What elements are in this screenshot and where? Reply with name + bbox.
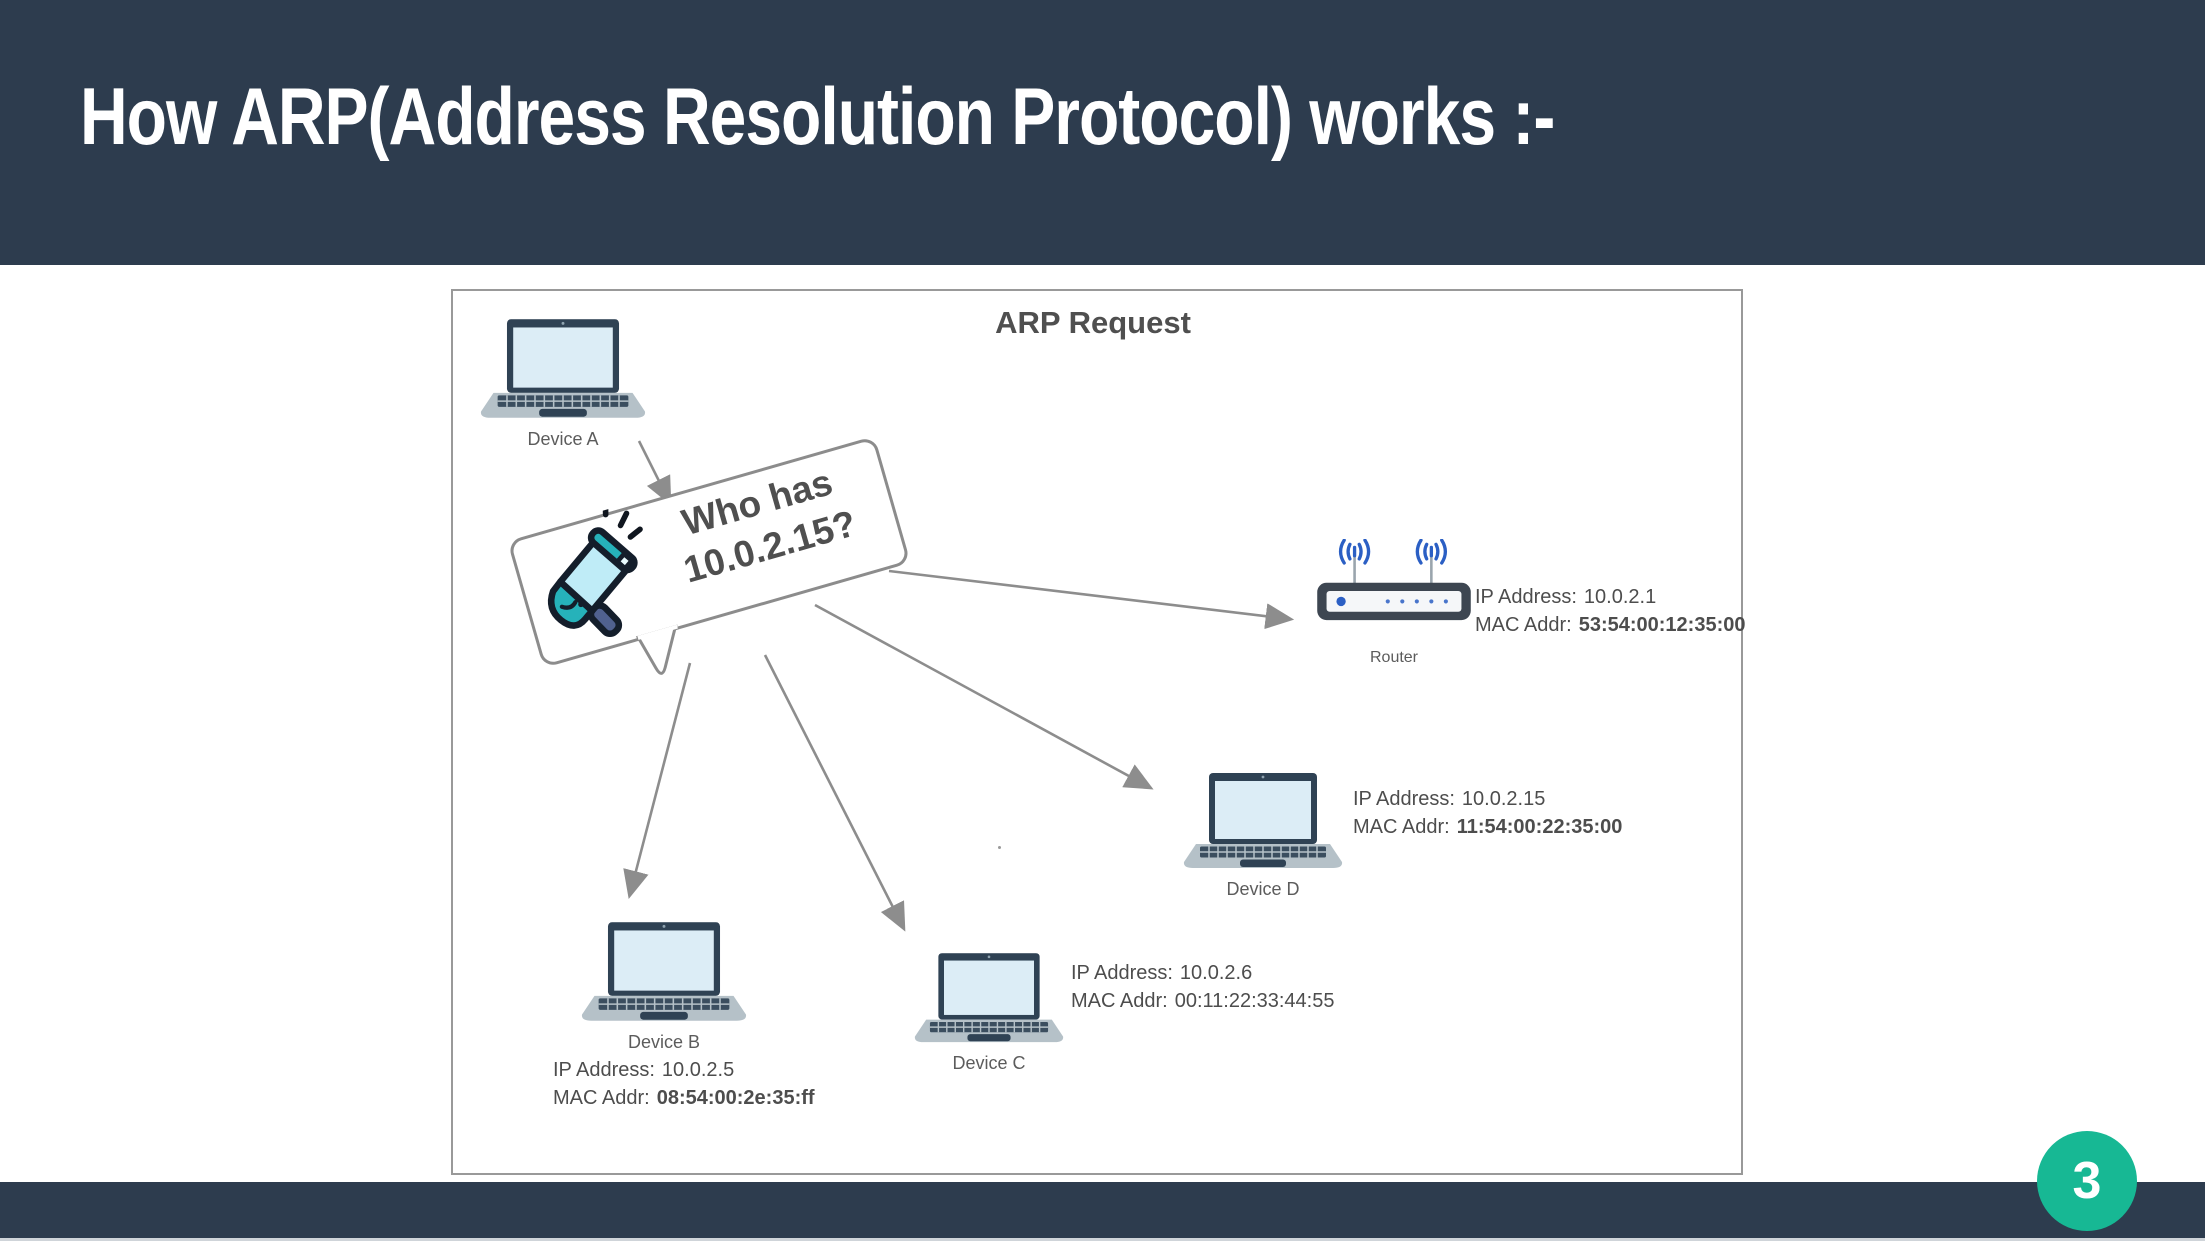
device-d-mac: MAC Addr:11:54:00:22:35:00 [1353, 816, 1623, 838]
device-d-label: Device D [1226, 879, 1300, 899]
arrow-connectors [623, 440, 1295, 932]
laptop-icon [480, 319, 646, 421]
arrow-to-device-b [623, 662, 692, 900]
footer-bar [0, 1182, 2205, 1241]
device-c-info: IP Address:10.0.2.6 MAC Addr:00:11:22:33… [1071, 959, 1334, 1015]
arrow-device-a-to-bubble [637, 440, 672, 506]
slide-header: How ARP(Address Resolution Protocol) wor… [0, 0, 2205, 265]
wifi-signal-icon [1338, 538, 1448, 565]
router-icon [1317, 538, 1471, 621]
page-number: 3 [2072, 1152, 2102, 1210]
megaphone-icon [547, 500, 643, 638]
device-d-info: IP Address:10.0.2.15 MAC Addr:11:54:00:2… [1353, 785, 1622, 841]
device-b-info: IP Address:10.0.2.5 MAC Addr:08:54:00:2e… [553, 1056, 815, 1112]
laptop-icon [1183, 773, 1343, 871]
arrow-to-router [888, 569, 1295, 630]
slide-title: How ARP(Address Resolution Protocol) wor… [80, 70, 1555, 162]
device-b-ip: IP Address:10.0.2.5 [553, 1059, 735, 1081]
laptop-icon [581, 922, 747, 1024]
device-c-label: Device C [952, 1053, 1026, 1073]
device-b-label: Device B [627, 1032, 701, 1052]
diagram-title: ARP Request [995, 305, 1191, 340]
device-c-mac: MAC Addr:00:11:22:33:44:55 [1071, 990, 1335, 1012]
device-c-ip: IP Address:10.0.2.6 [1071, 962, 1253, 984]
stray-dot [998, 846, 1001, 849]
device-a-label: Device A [527, 429, 599, 449]
device-d-ip: IP Address:10.0.2.15 [1353, 788, 1546, 810]
device-d: Device D [1181, 773, 1345, 900]
router-label: Router [1369, 649, 1419, 666]
arrow-to-device-d [814, 603, 1154, 790]
arrow-to-device-c [763, 654, 906, 932]
router-mac: MAC Addr:53:54:00:12:35:00 [1475, 614, 1746, 636]
device-b-mac: MAC Addr:08:54:00:2e:35:ff [553, 1087, 815, 1109]
device-c: Device C [913, 953, 1065, 1074]
device-a: Device A [478, 319, 648, 450]
bottom-edge-line [0, 1238, 2205, 1241]
router: Router [1311, 538, 1477, 667]
speech-bubble-tail [635, 623, 678, 675]
arp-request-diagram: ARP Request Device A [451, 289, 1745, 1175]
router-ip: IP Address:10.0.2.1 [1475, 586, 1657, 608]
page-number-badge: 3 [2037, 1131, 2137, 1231]
router-info: IP Address:10.0.2.1 MAC Addr:53:54:00:12… [1475, 583, 1745, 639]
device-b: Device B [579, 922, 749, 1053]
laptop-icon [914, 953, 1064, 1045]
arp-broadcast-bubble: Who has 10.0.2.15? [507, 435, 911, 675]
